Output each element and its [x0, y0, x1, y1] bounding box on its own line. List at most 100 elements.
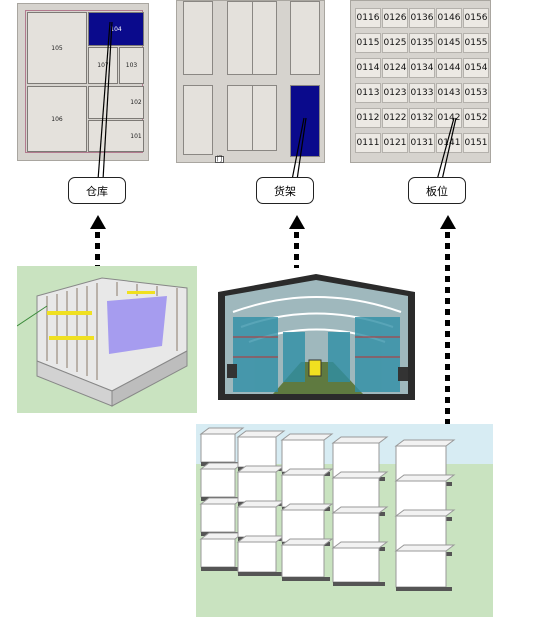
slot-cell-0153[interactable]: 0153: [463, 83, 489, 103]
slot-cell-0111[interactable]: 0111: [355, 133, 381, 153]
pallet-cube-top: [280, 433, 334, 441]
pallet-cube-front: [281, 439, 325, 473]
pallet-shelf-beam: [201, 567, 241, 571]
slot-cell-0126[interactable]: 0126: [382, 8, 408, 28]
slot-connector: [445, 232, 450, 428]
slot-cell-0141[interactable]: 0141: [436, 133, 462, 153]
slot-leader: [441, 117, 457, 181]
shelf-callout: 货架: [256, 177, 314, 204]
shelf-connector: [294, 232, 299, 268]
room-101[interactable]: 101: [88, 120, 144, 152]
pallet-cube-top: [280, 503, 334, 511]
slot-cell-0132[interactable]: 0132: [409, 108, 435, 128]
pallet-shelf-beam: [282, 577, 330, 581]
pallet-cube-top: [394, 509, 456, 517]
slot-cell-0155[interactable]: 0155: [463, 33, 489, 53]
shelf-rack[interactable]: [183, 1, 213, 75]
slot-cell-0136[interactable]: 0136: [409, 8, 435, 28]
pallet-cube-top: [280, 538, 334, 546]
slot-leader: [436, 117, 455, 181]
slot-cell-0115[interactable]: 0115: [355, 33, 381, 53]
pallet-cube-front: [237, 506, 277, 538]
pallet-cube-top: [236, 465, 286, 473]
pallet-cube-front: [200, 503, 236, 533]
warehouse-callout: 仓库: [68, 177, 126, 204]
pallet-cube-top: [236, 500, 286, 508]
pallet-cube-front: [200, 468, 236, 498]
pallet-cube-top: [394, 544, 456, 552]
rack-divider: [252, 1, 253, 75]
pallet-cube-front: [395, 550, 447, 588]
pallet-cube-front: [200, 433, 236, 463]
pallet-cube-top: [280, 468, 334, 476]
slot-cell-0146[interactable]: 0146: [436, 8, 462, 28]
pallet-cube-top: [331, 506, 389, 514]
slot-cell-0116[interactable]: 0116: [355, 8, 381, 28]
pallet-cube-front: [281, 474, 325, 508]
pallet-slot-callout: 板位: [408, 177, 466, 204]
slot-cell-0122[interactable]: 0122: [382, 108, 408, 128]
slot-cell-0123[interactable]: 0123: [382, 83, 408, 103]
pallet-cube-top: [394, 439, 456, 447]
shelf-rack[interactable]: [290, 1, 320, 75]
pallet-cube-top: [199, 462, 245, 470]
slot-cell-0135[interactable]: 0135: [409, 33, 435, 53]
shelf-rack[interactable]: [183, 85, 213, 155]
pallet-cube-front: [332, 547, 380, 583]
slot-cell-0112[interactable]: 0112: [355, 108, 381, 128]
pallet-cube-top: [331, 436, 389, 444]
warehouse-connector: [95, 232, 100, 266]
slot-cell-0143[interactable]: 0143: [436, 83, 462, 103]
pallet-cube-front: [281, 509, 325, 543]
room-105[interactable]: 105: [27, 12, 87, 84]
room-107[interactable]: 107: [88, 47, 118, 84]
pallet-cube-top: [236, 430, 286, 438]
slot-cell-0144[interactable]: 0144: [436, 58, 462, 78]
pallet-cube-front: [237, 541, 277, 573]
slot-cell-0114[interactable]: 0114: [355, 58, 381, 78]
pallet-cube-top: [199, 532, 245, 540]
slot-cell-0125[interactable]: 0125: [382, 33, 408, 53]
pallet-cube-front: [237, 436, 277, 468]
pallet-cube-front: [281, 544, 325, 578]
selected-shelf[interactable]: [290, 85, 320, 157]
pallet-cube-front: [332, 512, 380, 548]
slot-cell-0152[interactable]: 0152: [463, 108, 489, 128]
pallet-cube-top: [199, 497, 245, 505]
slot-cell-0151[interactable]: 0151: [463, 133, 489, 153]
up-arrowhead: [440, 215, 456, 229]
entrance-door[interactable]: 门: [215, 156, 224, 163]
slot-cell-0124[interactable]: 0124: [382, 58, 408, 78]
slot-cell-0133[interactable]: 0133: [409, 83, 435, 103]
room-106[interactable]: 106: [27, 86, 87, 152]
slot-cell-0145[interactable]: 0145: [436, 33, 462, 53]
pallet-shelf-beam: [333, 582, 385, 586]
pallet-shelf-beam: [238, 572, 282, 576]
slot-cell-0134[interactable]: 0134: [409, 58, 435, 78]
room-103[interactable]: 103: [119, 47, 144, 84]
pallet-cube-front: [200, 538, 236, 568]
pallet-cube-front: [237, 471, 277, 503]
shelf-leader: [296, 117, 307, 181]
up-arrowhead: [90, 215, 106, 229]
rack-divider: [252, 85, 253, 151]
slot-cell-0142[interactable]: 0142: [436, 108, 462, 128]
warehouse-3d-render: [17, 266, 197, 413]
shelf-leader: [291, 117, 305, 181]
slot-cell-0131[interactable]: 0131: [409, 133, 435, 153]
slot-cell-0156[interactable]: 0156: [463, 8, 489, 28]
pallet-cube-top: [394, 474, 456, 482]
pallet-cube-top: [236, 535, 286, 543]
slot-cell-0121[interactable]: 0121: [382, 133, 408, 153]
warehouse-leader: [102, 21, 113, 181]
up-arrowhead: [289, 215, 305, 229]
slot-cell-0154[interactable]: 0154: [463, 58, 489, 78]
pallet-cube-front: [332, 442, 380, 478]
warehouse-leader: [97, 21, 111, 181]
room-102[interactable]: 102: [88, 86, 144, 119]
room-104[interactable]: 104: [88, 12, 144, 46]
pallet-cube-top: [331, 541, 389, 549]
slot-cell-0113[interactable]: 0113: [355, 83, 381, 103]
